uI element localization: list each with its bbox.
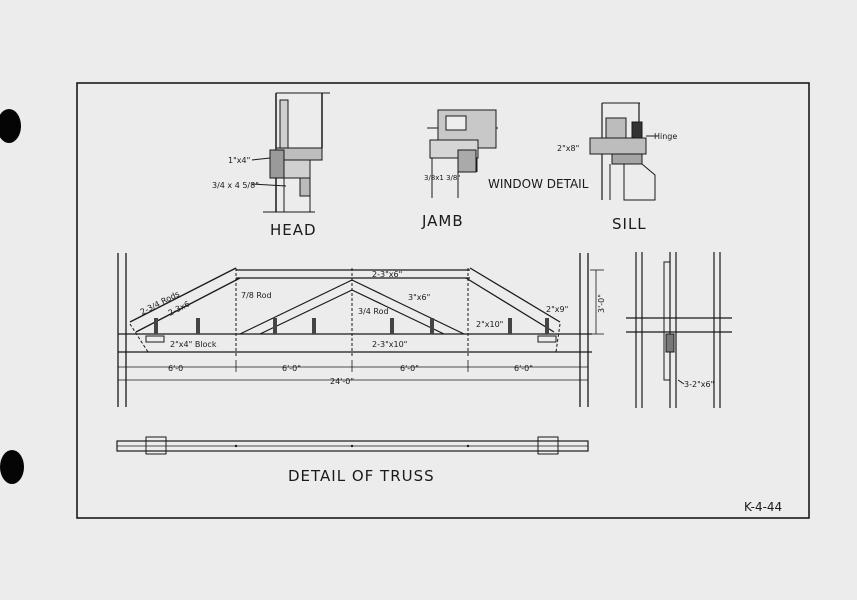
- top-chord-note: 2-3"x6": [372, 270, 402, 279]
- binder-hole-top: [0, 109, 21, 143]
- truss-title: DETAIL OF TRUSS: [288, 467, 435, 485]
- sill-note-2: Hinge: [654, 132, 677, 141]
- jamb-note: 3/8x1 3/8": [424, 174, 461, 182]
- head-detail: [251, 92, 330, 213]
- head-note-1: 1"x4": [228, 156, 250, 165]
- side-note: 3-2"x6": [684, 380, 714, 389]
- jamb-label: JAMB: [421, 212, 464, 230]
- panel-dim-2: 6'-0": [282, 364, 301, 373]
- rod-note-2: 3/4 Rod: [358, 307, 389, 316]
- block-note: 2"x4" Block: [170, 340, 217, 349]
- head-label: HEAD: [270, 221, 317, 239]
- panel-dim-1: 6'-0: [168, 364, 183, 373]
- sheet-number: K-4-44: [744, 500, 782, 514]
- head-note-2: 3/4 x 4 5/8": [212, 181, 259, 190]
- drawing-border: [76, 82, 810, 519]
- binder-hole-bottom: [0, 450, 24, 484]
- rod-note-1: 7/8 Rod: [241, 291, 272, 300]
- web-note: 3"x6": [408, 293, 430, 302]
- sill-label: SILL: [612, 215, 647, 233]
- truss-elevation: [117, 253, 604, 407]
- truss-plan-view: [116, 436, 589, 455]
- web-note-2: 2"x10": [476, 320, 503, 329]
- overall-dim: 24'-0": [330, 377, 354, 386]
- end-note: 2"x9": [546, 305, 568, 314]
- truss-side-section: [626, 252, 732, 408]
- sill-detail: [589, 102, 658, 201]
- bottom-chord-note: 2-3"x10": [372, 340, 407, 349]
- jamb-detail: [427, 109, 498, 198]
- panel-dim-4: 6'-0": [514, 364, 533, 373]
- sill-note-1: 2"x8": [557, 144, 579, 153]
- window-detail-label: WINDOW DETAIL: [488, 177, 589, 191]
- height-dim: 3'-0": [597, 294, 606, 313]
- panel-dim-3: 6'-0": [400, 364, 419, 373]
